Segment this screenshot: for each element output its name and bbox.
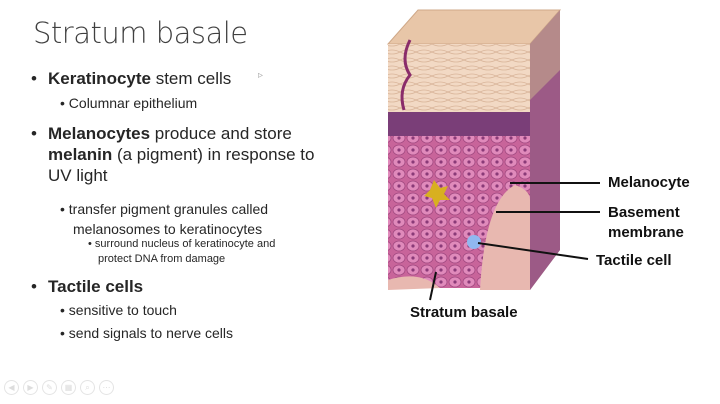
more-icon[interactable]: ⋯ bbox=[99, 380, 114, 395]
label-tactile-cell: Tactile cell bbox=[596, 252, 672, 269]
sub-bullet: • sensitive to touch bbox=[60, 302, 177, 318]
previous-icon[interactable]: ◀ bbox=[4, 380, 19, 395]
sub-bullet: • Columnar epithelium bbox=[60, 95, 198, 111]
mouse-cursor-icon: ▹ bbox=[258, 70, 264, 81]
leader-lines bbox=[429, 182, 600, 301]
slides-icon[interactable]: ▦ bbox=[61, 380, 76, 395]
slideshow-controls: ◀ ▶ ✎ ▦ ⌕ ⋯ bbox=[4, 380, 114, 395]
label-membrane: membrane bbox=[608, 224, 684, 241]
pen-icon[interactable]: ✎ bbox=[42, 380, 57, 395]
sub-bullet: • send signals to nerve cells bbox=[60, 325, 233, 341]
label-stratum-basale: Stratum basale bbox=[410, 304, 518, 321]
label-melanocyte: Melanocyte bbox=[608, 174, 690, 191]
zoom-icon[interactable]: ⌕ bbox=[80, 380, 95, 395]
label-basement: Basement bbox=[608, 204, 680, 221]
epidermis-block bbox=[386, 9, 562, 290]
next-icon[interactable]: ▶ bbox=[23, 380, 38, 395]
slide-title: Stratum basale bbox=[33, 16, 248, 50]
